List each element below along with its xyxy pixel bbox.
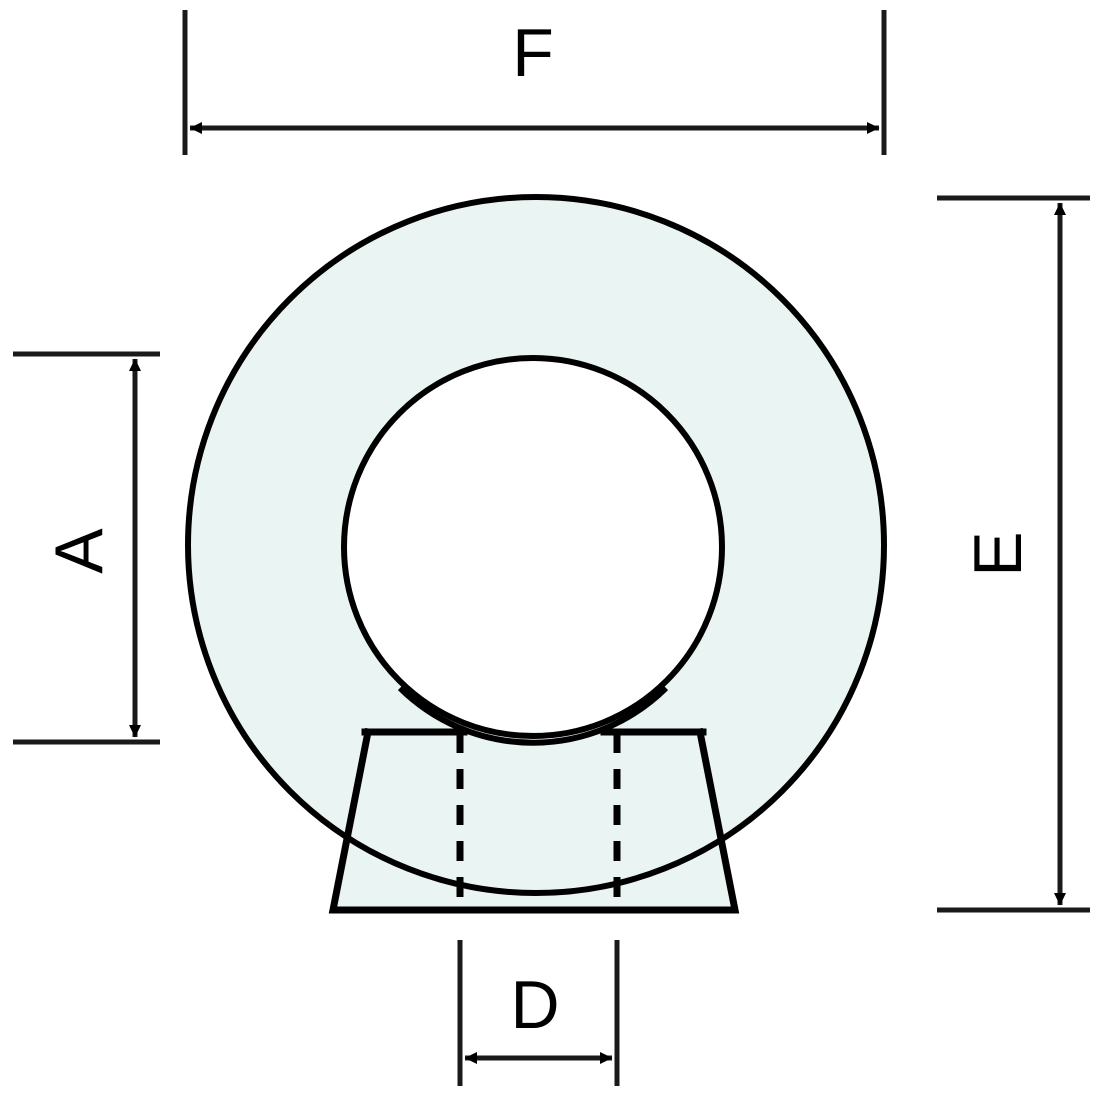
threaded-boss-outline bbox=[328, 727, 740, 914]
inner-bore-circle bbox=[341, 355, 725, 739]
part-geometry bbox=[185, 194, 887, 914]
outer-diameter-circle bbox=[185, 194, 887, 896]
dimension-E-label: E bbox=[960, 531, 1036, 576]
dimension-F: F bbox=[182, 10, 887, 155]
dimension-A: A bbox=[13, 351, 160, 745]
eye-ring-body bbox=[187, 197, 884, 893]
dimension-A-label: A bbox=[41, 528, 117, 574]
bore-arc-over-boss bbox=[397, 685, 669, 746]
dimension-D-label: D bbox=[510, 967, 559, 1043]
dimension-E: E bbox=[937, 195, 1090, 913]
threaded-boss-body bbox=[333, 732, 735, 910]
dimension-D: D bbox=[457, 940, 620, 1086]
dimension-F-label: F bbox=[512, 15, 554, 91]
